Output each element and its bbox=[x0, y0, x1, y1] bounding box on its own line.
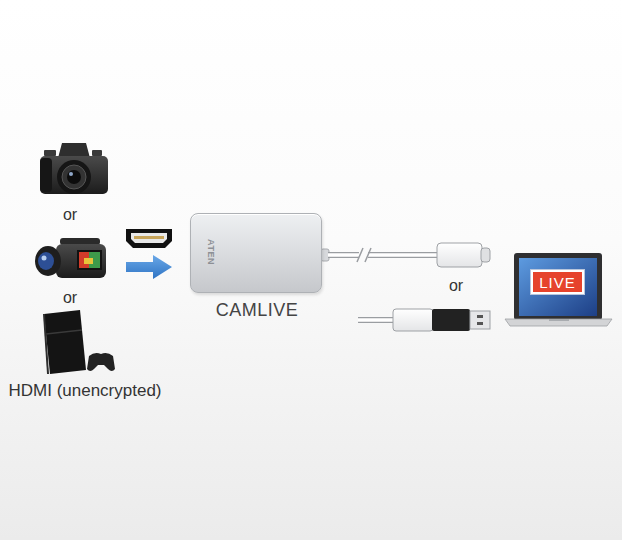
lens-highlight bbox=[42, 256, 47, 261]
input-arrow bbox=[126, 255, 172, 279]
live-text: LIVE bbox=[539, 274, 576, 291]
source-note: HDMI (unencrypted) bbox=[8, 381, 161, 401]
hdmi-pins bbox=[134, 236, 164, 239]
cable-break-mark bbox=[357, 248, 371, 262]
dslr-camera bbox=[40, 143, 108, 194]
usb-c-housing bbox=[437, 243, 482, 267]
console-groove bbox=[46, 330, 82, 334]
laptop-screen bbox=[519, 258, 597, 316]
hdmi-shell bbox=[126, 229, 172, 248]
camcorder-lcd bbox=[84, 258, 93, 264]
usb-a-housing bbox=[393, 309, 433, 331]
camcorder-lens-glass bbox=[38, 252, 54, 270]
usb-a-hole bbox=[477, 322, 483, 325]
capture-device: ATENCAMLIVE bbox=[190, 213, 322, 293]
brand-logo: ATEN bbox=[206, 237, 216, 267]
camera-body bbox=[40, 156, 108, 194]
product-name: CAMLIVE bbox=[171, 300, 343, 321]
usb-c-plug bbox=[437, 243, 490, 267]
cable-core bbox=[368, 253, 440, 257]
cable bbox=[358, 317, 395, 323]
camera-prism bbox=[58, 143, 90, 158]
console-body bbox=[44, 310, 86, 374]
camera-lens-ring bbox=[62, 165, 86, 189]
cable bbox=[328, 252, 359, 258]
camera-dial bbox=[92, 150, 102, 156]
game-console bbox=[44, 310, 115, 374]
cable-strain-relief bbox=[321, 249, 329, 261]
cable bbox=[368, 252, 440, 258]
camcorder-body bbox=[56, 244, 106, 278]
hdmi-port-icon bbox=[126, 229, 172, 248]
laptop-bezel bbox=[514, 253, 602, 320]
hdmi-slot bbox=[131, 233, 167, 243]
camera-grip bbox=[40, 158, 52, 192]
game-controller bbox=[87, 353, 115, 371]
live-badge: LIVE bbox=[531, 270, 584, 294]
camera-dial bbox=[44, 150, 56, 156]
laptop-base bbox=[505, 319, 612, 326]
or-label: or bbox=[63, 289, 77, 307]
camcorder-handle bbox=[60, 238, 100, 245]
usb-a-grip bbox=[432, 309, 470, 331]
lens-highlight bbox=[69, 172, 73, 176]
usb-a-shield bbox=[470, 311, 490, 329]
usb-c-tip bbox=[481, 248, 490, 262]
usb-a-plug bbox=[358, 309, 490, 331]
cable-core bbox=[358, 318, 395, 322]
or-label: or bbox=[63, 206, 77, 224]
console-edge bbox=[44, 314, 48, 374]
usb-a-hole bbox=[477, 315, 483, 318]
camcorder-lcd-frame bbox=[77, 250, 102, 270]
camera-lens-glass bbox=[67, 170, 81, 184]
camera-lens bbox=[57, 160, 91, 194]
camcorder bbox=[35, 238, 106, 278]
laptop bbox=[505, 253, 612, 326]
camcorder-lens bbox=[35, 246, 61, 276]
cable-core bbox=[328, 253, 359, 257]
or-label: or bbox=[449, 277, 463, 295]
laptop-notch bbox=[549, 319, 569, 321]
